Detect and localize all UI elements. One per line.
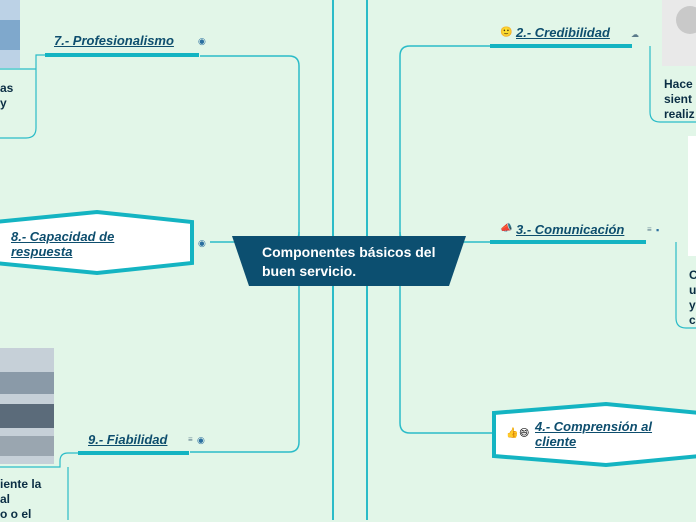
happy-face-icon: 😄 [519, 428, 529, 440]
topic-capacidad[interactable]: 8.- Capacidad de respuesta [11, 229, 151, 259]
megaphone-icon: 📣 [500, 223, 512, 235]
topic-profesionalismo[interactable]: 7.- Profesionalismo [54, 33, 174, 48]
photo-profesionalismo [0, 0, 20, 68]
branch-profesionalismo [200, 56, 299, 242]
subtext-credibilidad: Hace sient realiz [664, 77, 695, 122]
image-icon: ▪ [656, 224, 659, 236]
photo-fiabilidad [0, 348, 54, 464]
topic-fiabilidad[interactable]: 9.- Fiabilidad [88, 432, 167, 447]
topic-comprension[interactable]: 4.- Comprensión al cliente [535, 419, 685, 449]
globe-icon: ◉ [198, 237, 206, 249]
cloud-icon: ☁ [631, 29, 639, 41]
photo-credibilidad [662, 0, 696, 66]
smiley-icon: 🙂 [500, 27, 512, 39]
topic-credibilidad[interactable]: 2.- Credibilidad [516, 25, 610, 40]
subtext-fiabilidad: iente la al o o el [0, 477, 41, 522]
thumbs-up-icon: 👍 [506, 428, 518, 440]
notes-icon: ≡ [647, 224, 652, 236]
central-title[interactable]: Componentes básicos del buen servicio. [262, 243, 452, 281]
branch-credibilidad [400, 46, 490, 242]
topic-comunicacion[interactable]: 3.- Comunicación [516, 222, 624, 237]
notes-icon: ≡ [188, 434, 193, 446]
globe-icon: ◉ [197, 434, 205, 446]
subtext-profesionalismo: as y [0, 81, 13, 111]
photo-comunicacion [688, 136, 696, 256]
subtext-comunicacion: C u y c [689, 268, 696, 328]
globe-icon: ◉ [198, 35, 206, 47]
